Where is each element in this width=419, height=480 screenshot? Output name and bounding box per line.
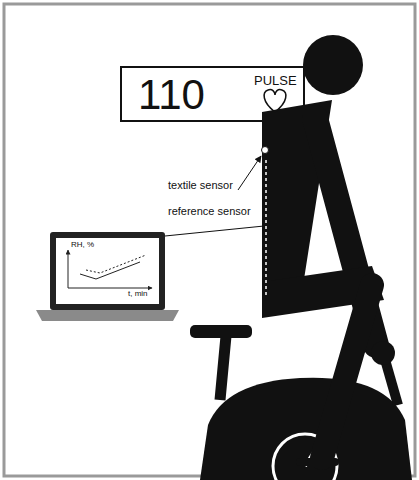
pulse-label: PULSE xyxy=(254,74,297,87)
laptop-screen-frame xyxy=(50,232,165,310)
pulse-value: 110 xyxy=(138,74,205,116)
leader-arrow xyxy=(238,156,261,190)
bike-base xyxy=(200,378,412,480)
axis-label: t, min xyxy=(128,290,148,298)
axis-label: RH, % xyxy=(71,241,94,249)
solid-curve xyxy=(80,262,140,279)
laptop-base xyxy=(36,310,179,321)
y-axis xyxy=(68,250,69,288)
laptop-display xyxy=(56,238,159,304)
foot xyxy=(300,458,335,466)
seat-post xyxy=(220,336,226,400)
x-axis xyxy=(68,288,152,289)
pulse-display: 110 PULSE xyxy=(120,66,305,122)
head xyxy=(303,35,363,95)
sensor-wire xyxy=(165,226,264,236)
sensor-label: textile sensor xyxy=(168,180,233,191)
hand xyxy=(371,341,395,365)
heart-icon xyxy=(264,89,286,112)
sensor-label: reference sensor xyxy=(168,206,251,217)
reference-sensor-line xyxy=(265,160,267,298)
dashed-curve xyxy=(86,255,146,273)
seat xyxy=(190,325,252,338)
shin xyxy=(322,285,372,458)
laptop-chart: RH, % t, min xyxy=(56,238,159,304)
textile-sensor-dot xyxy=(262,147,269,154)
